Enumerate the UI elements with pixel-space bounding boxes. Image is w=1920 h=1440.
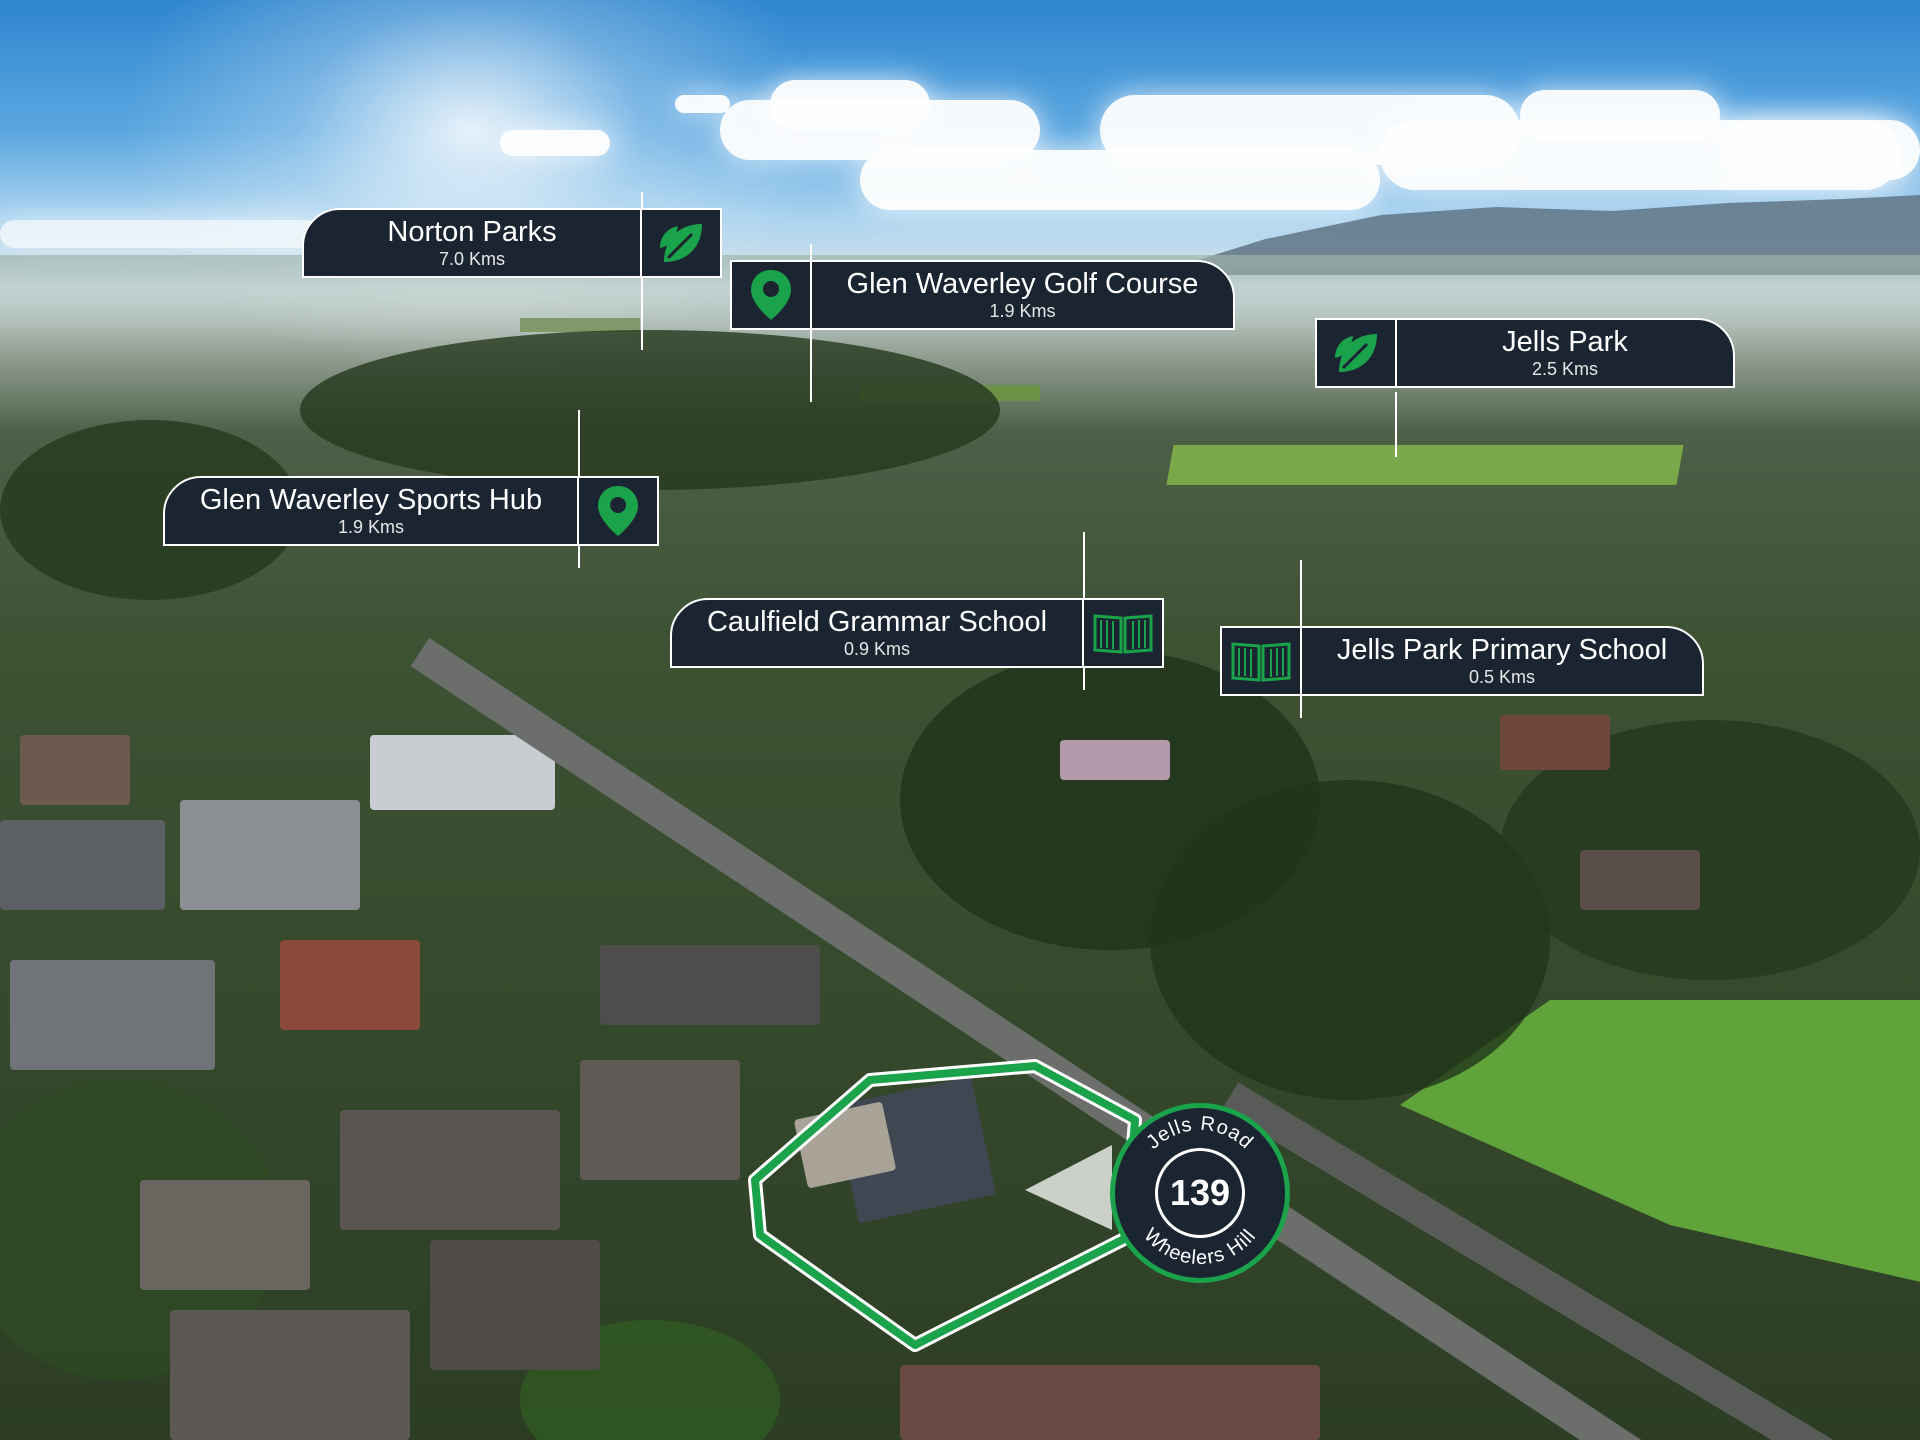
- house-roof: [20, 735, 130, 805]
- house-roof: [600, 945, 820, 1025]
- map-pin-icon: [732, 262, 812, 328]
- callout-distance: 0.5 Kms: [1468, 667, 1536, 687]
- cloud: [0, 220, 320, 248]
- house-roof: [1500, 715, 1610, 770]
- callout-jells-park-primary: Jells Park Primary School 0.5 Kms: [1220, 626, 1704, 696]
- badge-number-circle: 139: [1155, 1148, 1245, 1238]
- callout-distance: 1.9 Kms: [989, 301, 1056, 321]
- callout-title: Norton Parks: [387, 216, 557, 248]
- house-roof: [430, 1240, 600, 1370]
- house-roof: [340, 1110, 560, 1230]
- cloud: [770, 80, 930, 130]
- leader-line: [1395, 392, 1397, 457]
- callout-text: Caulfield Grammar School 0.9 Kms: [672, 600, 1082, 666]
- callout-title: Jells Park Primary School: [1336, 634, 1668, 666]
- house-roof: [370, 735, 555, 810]
- house-roof: [900, 1365, 1320, 1440]
- house-roof: [180, 800, 360, 910]
- leaf-icon: [1317, 320, 1397, 386]
- house-roof: [10, 960, 215, 1070]
- distant-field: [520, 318, 640, 332]
- callout-title: Caulfield Grammar School: [706, 606, 1048, 638]
- callout-text: Glen Waverley Golf Course 1.9 Kms: [812, 262, 1233, 328]
- callout-text: Jells Park Primary School 0.5 Kms: [1302, 628, 1702, 694]
- house-roof: [0, 820, 165, 910]
- cloud: [1520, 90, 1720, 140]
- callout-distance: 0.9 Kms: [843, 639, 911, 659]
- callout-title: Glen Waverley Golf Course: [846, 268, 1199, 300]
- cloud: [500, 130, 610, 156]
- badge-ring-text: Jells Road Wheelers Hill: [1139, 1113, 1259, 1270]
- book-icon: [1082, 600, 1162, 666]
- callout-text: Jells Park 2.5 Kms: [1397, 320, 1733, 386]
- house-roof: [140, 1180, 310, 1290]
- callout-caulfield-grammar: Caulfield Grammar School 0.9 Kms: [670, 598, 1164, 668]
- map-pin-icon: [577, 478, 657, 544]
- tree-cluster: [1150, 780, 1550, 1100]
- house-roof: [580, 1060, 740, 1180]
- callout-distance: 1.9 Kms: [337, 517, 405, 537]
- callout-distance: 2.5 Kms: [1531, 359, 1599, 379]
- tree-cluster: [300, 330, 1000, 490]
- callout-text: Glen Waverley Sports Hub 1.9 Kms: [165, 478, 577, 544]
- house-roof: [170, 1310, 410, 1440]
- callout-text: Norton Parks 7.0 Kms: [304, 210, 640, 276]
- leaf-icon: [640, 210, 720, 276]
- address-badge: Jells Road Wheelers Hill 139: [1110, 1103, 1290, 1283]
- house-roof: [280, 940, 420, 1030]
- callout-jells-park: Jells Park 2.5 Kms: [1315, 318, 1735, 388]
- callout-distance: 7.0 Kms: [438, 249, 506, 269]
- callout-title: Jells Park: [1502, 326, 1628, 358]
- callout-title: Glen Waverley Sports Hub: [199, 484, 543, 516]
- badge-number: 139: [1169, 1172, 1231, 1213]
- callout-sports-hub: Glen Waverley Sports Hub 1.9 Kms: [163, 476, 659, 546]
- callout-norton-parks: Norton Parks 7.0 Kms: [302, 208, 722, 278]
- house-roof: [1060, 740, 1170, 780]
- cloud: [675, 95, 730, 113]
- house-roof: [1580, 850, 1700, 910]
- callout-golf-course: Glen Waverley Golf Course 1.9 Kms: [730, 260, 1235, 330]
- book-icon: [1222, 628, 1302, 694]
- cloud: [1720, 120, 1920, 180]
